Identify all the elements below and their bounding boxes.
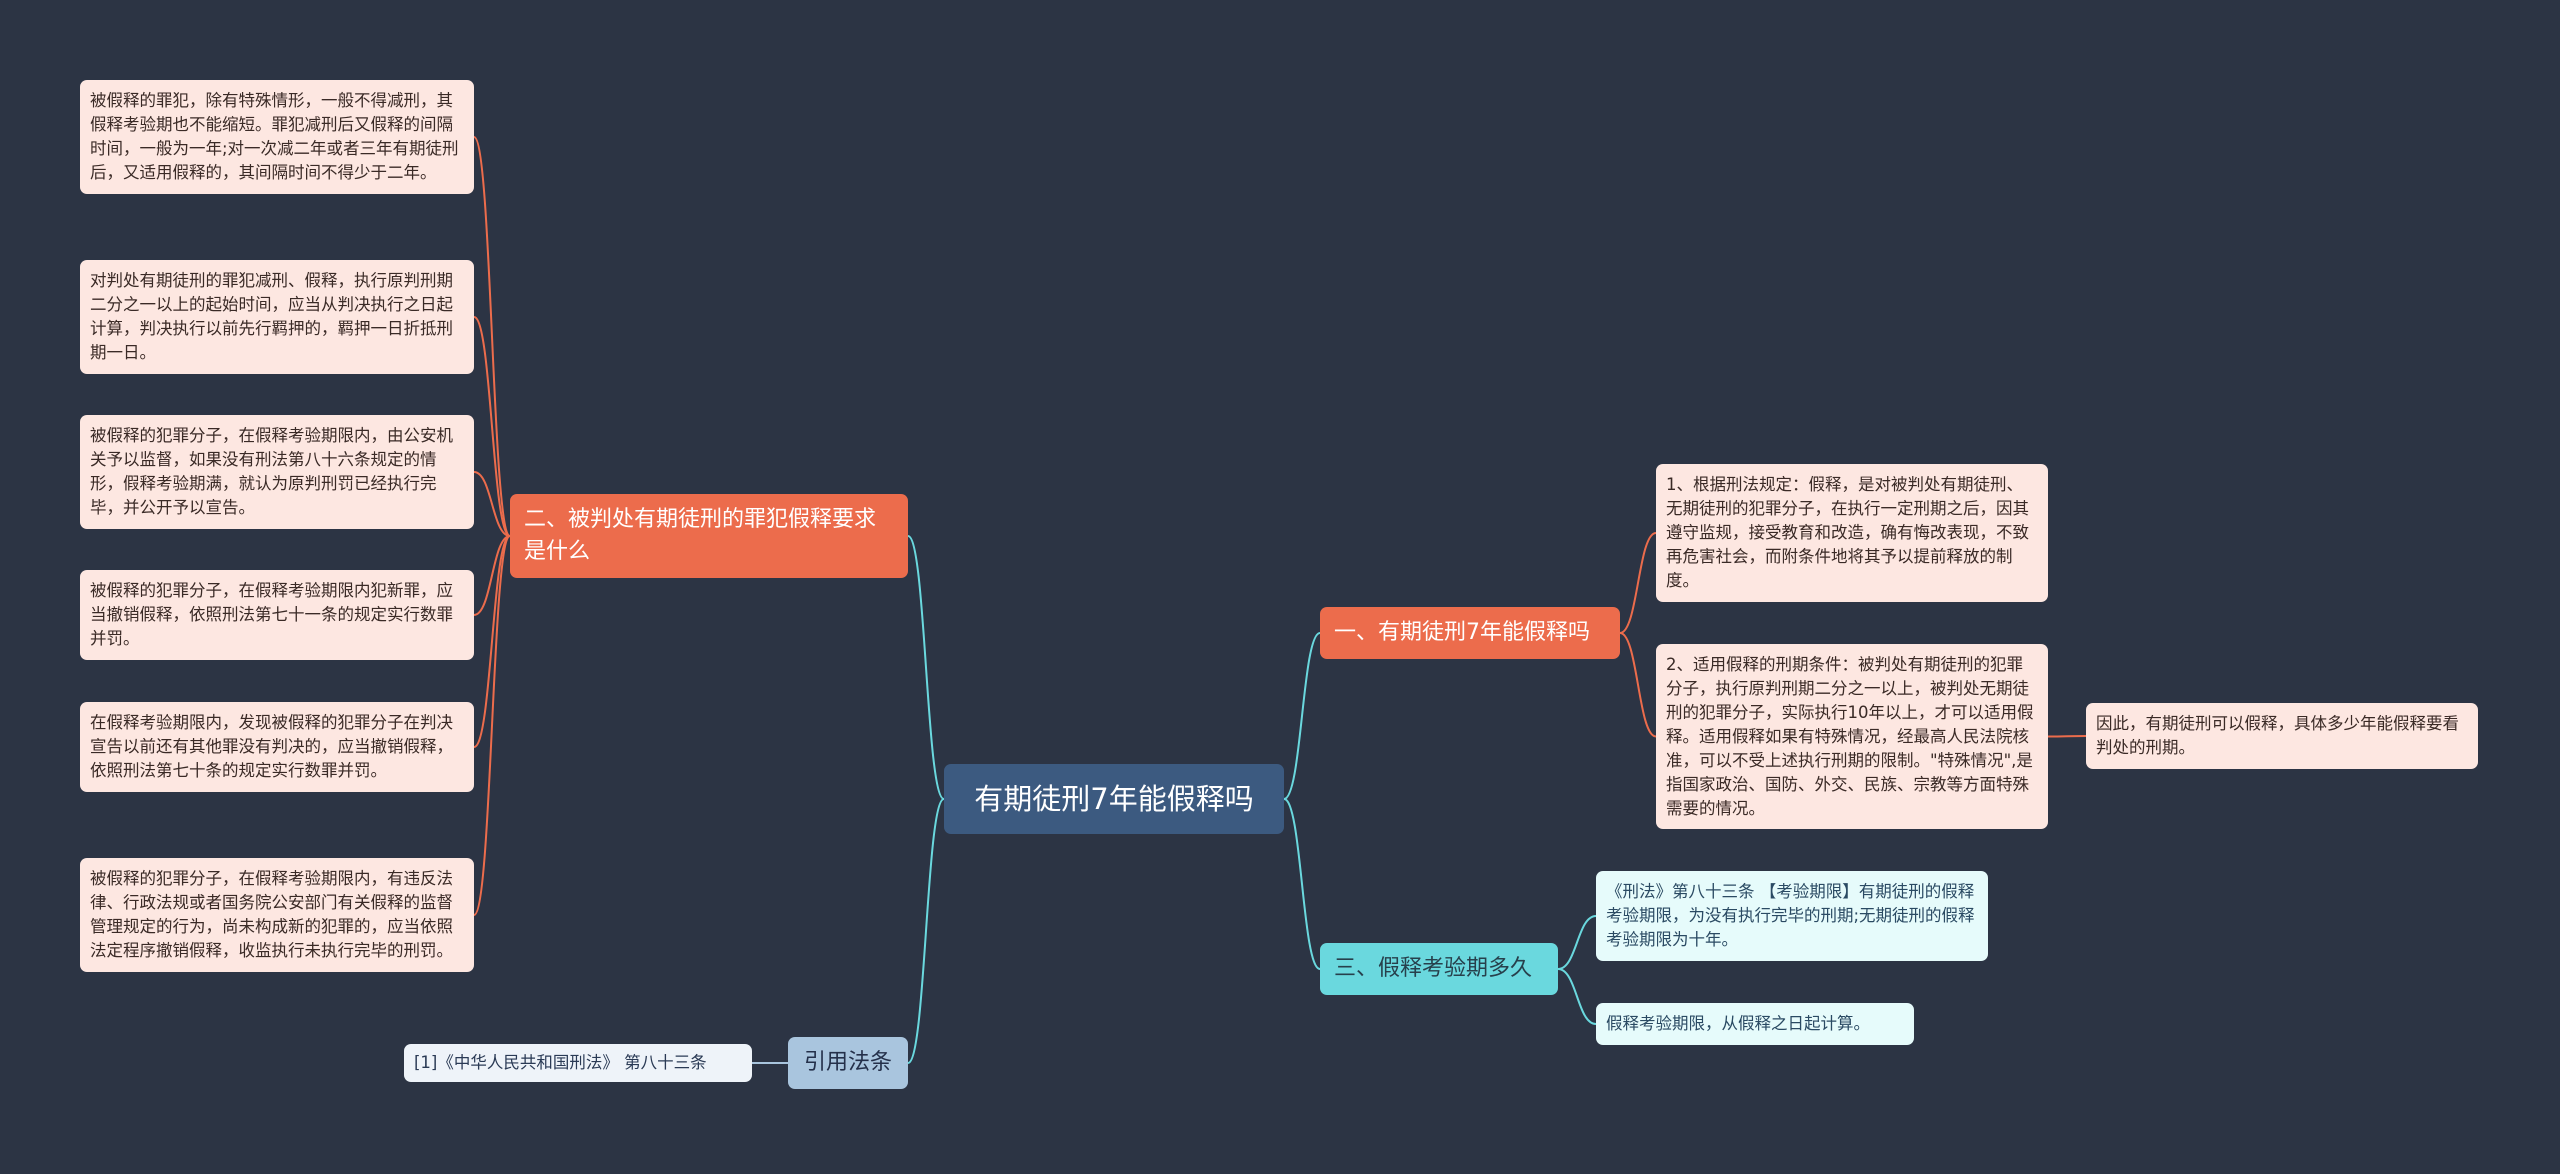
connector-branch-2-to-leaf-5	[473, 535, 511, 748]
connector-branch-3-to-leaf-1	[1557, 915, 1597, 970]
connector-branch-2-to-leaf-3	[473, 471, 511, 537]
connector-branch-2-to-leaf-2	[473, 316, 511, 537]
connector-branch-1-to-leaf-2	[1619, 632, 1657, 738]
branch-3-leaf-2[interactable]: 假释考验期限，从假释之日起计算。	[1596, 1003, 1914, 1045]
branch-2-leaf-5[interactable]: 在假释考验期限内，发现被假释的犯罪分子在判决宣告以前还有其他罪没有判决的，应当撤…	[80, 702, 474, 792]
connector-leaf-2-to-child	[2047, 735, 2087, 738]
branch-1-leaf-2-child[interactable]: 因此，有期徒刑可以假释，具体多少年能假释要看判处的刑期。	[2086, 703, 2478, 769]
branch-1-leaf-1[interactable]: 1、根据刑法规定：假释，是对被判处有期徒刑、无期徒刑的犯罪分子，在执行一定刑期之…	[1656, 464, 2048, 602]
leaf-text: 被假释的犯罪分子，在假释考验期限内犯新罪，应当撤销假释，依照刑法第七十一条的规定…	[90, 581, 453, 648]
branch-2-leaf-1[interactable]: 被假释的罪犯，除有特殊情形，一般不得减刑，其假释考验期也不能缩短。罪犯减刑后又假…	[80, 80, 474, 194]
branch-topic-4-label: 引用法条	[803, 1050, 892, 1075]
leaf-text: 被假释的犯罪分子，在假释考验期限内，有违反法律、行政法规或者国务院公安部门有关假…	[90, 869, 453, 960]
connector-root-to-branch-3	[1283, 798, 1321, 970]
branch-1-leaf-2[interactable]: 2、适用假释的刑期条件：被判处有期徒刑的犯罪分子，执行原判刑期二分之一以上，被判…	[1656, 644, 2048, 830]
leaf-text: 《刑法》第八十三条 【考验期限】有期徒刑的假释考验期限，为没有执行完毕的刑期;无…	[1606, 882, 1975, 949]
branch-topic-3-label: 三、假释考验期多久	[1334, 956, 1533, 981]
connector-root-to-branch-2	[907, 535, 945, 800]
leaf-text: 因此，有期徒刑可以假释，具体多少年能假释要看判处的刑期。	[2096, 714, 2459, 757]
connector-root-to-branch-1	[1283, 632, 1321, 800]
connector-branch-1-to-leaf-1	[1619, 532, 1657, 634]
branch-topic-3[interactable]: 三、假释考验期多久	[1320, 943, 1558, 995]
branch-topic-2-label: 二、被判处有期徒刑的罪犯假释要求是什么	[524, 507, 877, 564]
connector-branch-3-to-leaf-2	[1557, 968, 1597, 1025]
leaf-text: 在假释考验期限内，发现被假释的犯罪分子在判决宣告以前还有其他罪没有判决的，应当撤…	[90, 713, 453, 780]
branch-2-leaf-2[interactable]: 对判处有期徒刑的罪犯减刑、假释，执行原判刑期二分之一以上的起始时间，应当从判决执…	[80, 260, 474, 374]
branch-2-leaf-4[interactable]: 被假释的犯罪分子，在假释考验期限内犯新罪，应当撤销假释，依照刑法第七十一条的规定…	[80, 570, 474, 660]
leaf-text: 被假释的犯罪分子，在假释考验期限内，由公安机关予以监督，如果没有刑法第八十六条规…	[90, 426, 453, 517]
branch-topic-1[interactable]: 一、有期徒刑7年能假释吗	[1320, 607, 1620, 659]
leaf-text: [1]《中华人民共和国刑法》 第八十三条	[414, 1053, 707, 1072]
connector-branch-2-to-leaf-6	[473, 535, 511, 916]
leaf-text: 假释考验期限，从假释之日起计算。	[1606, 1014, 1870, 1033]
connector-branch-2-to-leaf-1	[473, 136, 511, 537]
leaf-text: 1、根据刑法规定：假释，是对被判处有期徒刑、无期徒刑的犯罪分子，在执行一定刑期之…	[1666, 475, 2029, 590]
root-topic-label: 有期徒刑7年能假释吗	[974, 782, 1254, 816]
leaf-text: 被假释的罪犯，除有特殊情形，一般不得减刑，其假释考验期也不能缩短。罪犯减刑后又假…	[90, 91, 459, 182]
branch-3-leaf-1[interactable]: 《刑法》第八十三条 【考验期限】有期徒刑的假释考验期限，为没有执行完毕的刑期;无…	[1596, 871, 1988, 961]
leaf-text: 对判处有期徒刑的罪犯减刑、假释，执行原判刑期二分之一以上的起始时间，应当从判决执…	[90, 271, 453, 362]
branch-4-leaf-1[interactable]: [1]《中华人民共和国刑法》 第八十三条	[404, 1044, 752, 1082]
branch-2-leaf-3[interactable]: 被假释的犯罪分子，在假释考验期限内，由公安机关予以监督，如果没有刑法第八十六条规…	[80, 415, 474, 529]
connector-branch-2-to-leaf-4	[473, 535, 511, 616]
root-topic[interactable]: 有期徒刑7年能假释吗	[944, 764, 1284, 835]
branch-2-leaf-6[interactable]: 被假释的犯罪分子，在假释考验期限内，有违反法律、行政法规或者国务院公安部门有关假…	[80, 858, 474, 972]
connector-root-to-branch-4	[907, 798, 945, 1064]
leaf-text: 2、适用假释的刑期条件：被判处有期徒刑的犯罪分子，执行原判刑期二分之一以上，被判…	[1666, 655, 2034, 818]
branch-topic-4[interactable]: 引用法条	[788, 1037, 908, 1089]
branch-topic-2[interactable]: 二、被判处有期徒刑的罪犯假释要求是什么	[510, 494, 908, 578]
branch-topic-1-label: 一、有期徒刑7年能假释吗	[1334, 620, 1590, 645]
